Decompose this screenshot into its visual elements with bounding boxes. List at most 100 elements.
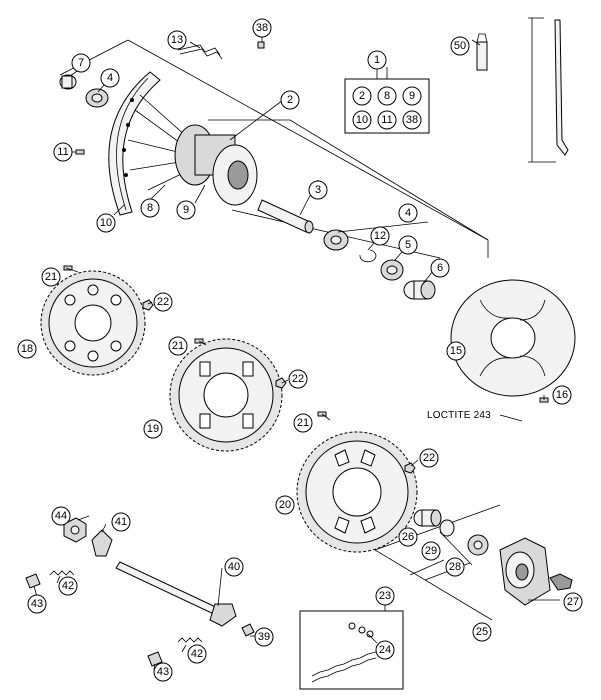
adjuster-bolt-lower [147,651,163,667]
svg-text:22: 22 [157,296,169,308]
svg-text:6: 6 [437,262,443,274]
svg-text:22: 22 [423,452,435,464]
svg-text:21: 21 [297,417,309,429]
svg-text:44: 44 [55,510,67,522]
callout-16: 16 [552,385,572,405]
callout-21b: 21 [168,336,188,356]
svg-text:22: 22 [292,373,304,385]
svg-text:3: 3 [315,184,321,196]
rear-axle [115,561,237,627]
callout-42a: 42 [58,576,78,596]
callout-44: 44 [51,506,71,526]
callout-38: 38 [252,18,272,38]
callout-10: 10 [96,213,116,233]
svg-text:7: 7 [78,57,84,69]
callout-50: 50 [450,36,470,56]
svg-text:38: 38 [256,22,268,34]
svg-text:4: 4 [107,72,113,84]
callout-20: 20 [275,495,295,515]
adjuster-spring-upper [49,570,75,576]
svg-text:25: 25 [476,626,488,638]
seal-left [59,74,77,90]
svg-text:10: 10 [100,217,112,229]
sprocket-carrier [499,537,551,606]
sprocket-medium [169,338,283,452]
callout-18: 18 [17,339,37,359]
svg-text:13: 13 [171,34,183,46]
svg-text:29: 29 [425,545,437,557]
carrier-spacer [413,509,442,527]
callout-21c: 21 [293,413,313,433]
svg-text:15: 15 [450,345,462,357]
callout-9: 9 [176,200,196,220]
kit-item-9: 9 [402,86,422,106]
svg-text:41: 41 [115,516,127,528]
svg-text:8: 8 [147,202,153,214]
svg-text:24: 24 [379,644,391,656]
svg-text:12: 12 [374,230,386,242]
svg-text:38: 38 [406,114,418,126]
callout-15: 15 [446,341,466,361]
svg-text:21: 21 [172,340,184,352]
svg-text:42: 42 [191,648,203,660]
kit-item-38: 38 [402,110,422,130]
spoke-wrench-tool [476,33,488,71]
loctite-annotation: LOCTITE 243 [427,410,491,421]
callout-19: 19 [143,419,163,439]
axle-plug [241,623,255,637]
adjuster-bolt-upper [25,573,41,589]
carrier-bearing [467,534,489,556]
spoke-length-gauge [528,17,569,163]
callout-42b: 42 [187,644,207,664]
rear-hub [174,124,258,206]
bearing-right [323,229,349,251]
callout-29: 29 [421,541,441,561]
bearing-left [85,88,109,108]
spacer-bushing [403,280,436,300]
sprocket-small [40,270,146,376]
callout-22b: 22 [288,369,308,389]
callout-7: 7 [71,53,91,73]
callout-11: 11 [53,142,73,162]
callout-21a: 21 [41,267,61,287]
callout-27: 27 [563,592,583,612]
svg-text:28: 28 [449,561,461,573]
kit-item-2: 2 [352,86,372,106]
chain-adjuster [91,529,113,557]
callout-43b: 43 [153,662,173,682]
callout-25: 25 [472,622,492,642]
svg-text:23: 23 [379,590,391,602]
callout-3: 3 [308,180,328,200]
callout-2: 2 [280,90,300,110]
svg-text:2: 2 [287,94,293,106]
callout-41: 41 [111,512,131,532]
sprocket-nut-1 [142,299,154,311]
callout-40: 40 [224,557,244,577]
svg-text:9: 9 [409,90,415,102]
svg-text:26: 26 [402,531,414,543]
callout-39: 39 [254,627,274,647]
svg-text:10: 10 [356,114,368,126]
svg-text:21: 21 [45,271,57,283]
brake-disc [450,279,576,397]
svg-text:1: 1 [374,54,380,66]
svg-text:8: 8 [384,90,390,102]
callout-5: 5 [398,235,418,255]
callout-12: 12 [370,226,390,246]
callout-28: 28 [445,557,465,577]
svg-text:20: 20 [279,499,291,511]
sprocket-nut-2 [275,377,287,389]
callout-4b: 4 [398,203,418,223]
svg-text:11: 11 [57,146,68,158]
callout-6: 6 [430,258,450,278]
callout-13: 13 [167,30,187,50]
callout-1: 1 [367,50,387,70]
svg-text:42: 42 [62,580,74,592]
svg-text:18: 18 [21,343,33,355]
callout-23: 23 [375,586,395,606]
callout-8: 8 [140,198,160,218]
svg-text:50: 50 [454,40,466,52]
carrier-seal [439,519,455,537]
svg-text:40: 40 [228,561,240,573]
